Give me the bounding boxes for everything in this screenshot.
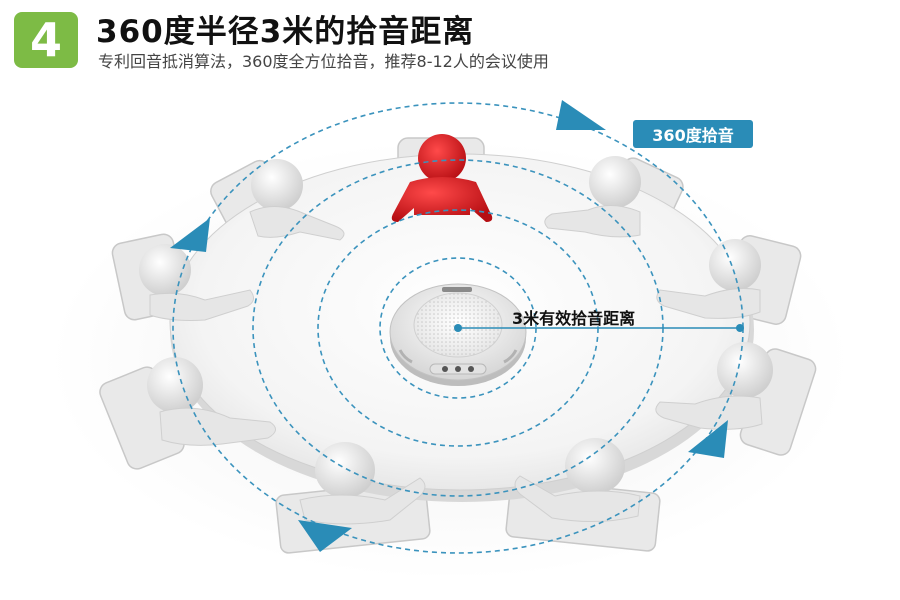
attendee-figures — [139, 156, 773, 525]
pickup-360-label: 360度拾音 — [633, 120, 753, 148]
conference-illustration — [50, 100, 850, 580]
page-subtitle: 专利回音抵消算法，360度全方位拾音，推荐8-12人的会议使用 — [98, 52, 549, 71]
rotation-arrows — [170, 100, 728, 552]
page-title: 360度半径3米的拾音距离 — [96, 14, 475, 50]
speaker-person-red — [391, 134, 493, 222]
step-number-badge: 4 — [14, 12, 78, 68]
header: 4 360度半径3米的拾音距离 专利回音抵消算法，360度全方位拾音，推荐8-1… — [0, 0, 900, 80]
conference-speakerphone — [389, 283, 527, 386]
pickup-radius-label: 3米有效拾音距离 — [512, 309, 636, 328]
radius-indicator — [454, 324, 744, 332]
